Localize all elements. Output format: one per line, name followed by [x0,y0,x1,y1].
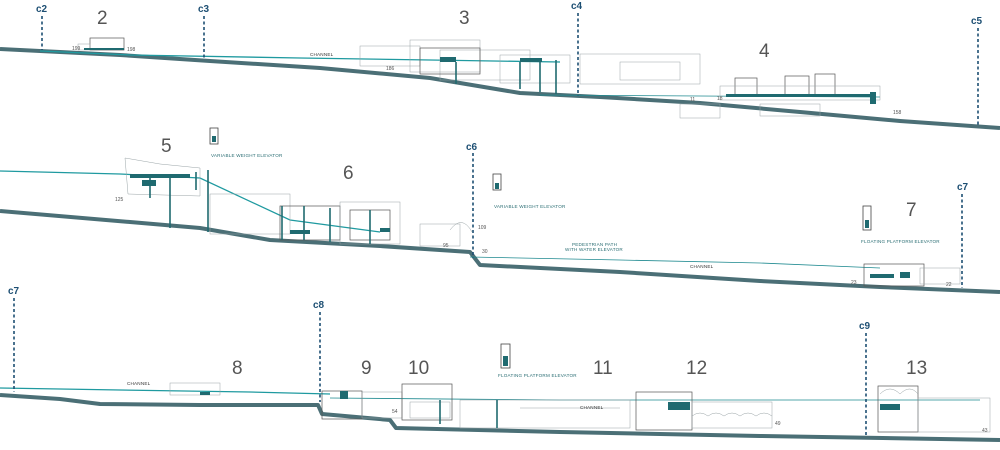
channel-label-row-1: CHANNEL [310,52,334,57]
buildings-section-5 [124,157,209,232]
elevation-109: 109 [478,225,487,231]
cut-label-c2: c2 [36,4,48,15]
section-number-10: 10 [408,358,429,379]
section-row-2: c6 c7 5 6 7 VARIABLE WEIGHT ELEVATOR VAR… [0,127,1000,294]
section-number-9: 9 [361,358,372,379]
section-number-11: 11 [593,358,613,379]
section-number-3: 3 [459,8,470,29]
pedestrian-path-label-2: WITH WATER ELEVATOR [565,247,623,252]
buildings-section-3 [359,39,701,94]
channel-water-line-row-2b [469,256,881,269]
section-number-4: 4 [759,41,770,62]
section-number-13: 13 [906,358,927,379]
section-number-8: 8 [232,358,243,379]
variable-weight-elevator-label-1: VARIABLE WEIGHT ELEVATOR [211,153,283,158]
channel-water-line-row-3b [329,397,980,401]
cut-label-c6: c6 [466,142,478,153]
elevation-49: 49 [775,421,781,427]
floating-platform-elevator-icon-2 [500,343,511,369]
elevation-158: 158 [893,110,902,116]
section-number-7: 7 [906,200,917,221]
section-row-1: c2 c3 c4 c5 2 3 4 CHANNEL 199 198 186 11… [0,1,1000,130]
variable-weight-elevator-icon-1 [209,127,219,145]
buildings-section-9-10 [321,383,453,424]
variable-weight-elevator-icon-2 [492,173,502,191]
cut-line-c7-lower: c7 [8,286,20,392]
elevation-18: 18 [717,96,723,102]
cut-line-c7-upper: c7 [957,182,969,288]
buildings-section-2 [77,37,125,51]
pedestrian-path-label: PEDESTRIAN PATH [572,242,617,247]
channel-label-row-3a: CHANNEL [127,381,151,386]
cut-label-c8: c8 [313,300,325,311]
floating-platform-elevator-icon-1 [862,205,872,231]
floating-platform-elevator-label-2: FLOATING PLATFORM ELEVATOR [498,373,577,378]
variable-weight-elevator-label-2: VARIABLE WEIGHT ELEVATOR [494,204,566,209]
cut-label-c3: c3 [198,4,210,15]
cut-line-c8: c8 [313,300,325,402]
buildings-section-13 [877,385,991,433]
section-number-2: 2 [97,8,108,29]
elevation-54: 54 [392,409,398,415]
elevation-22: 22 [946,282,952,288]
buildings-section-4 [679,73,881,119]
channel-label-row-2: CHANNEL [690,264,714,269]
cut-label-c7-lower: c7 [8,286,20,297]
buildings-section-8 [169,382,221,396]
channel-label-row-3b: CHANNEL [580,405,604,410]
buildings-section-11 [459,399,631,429]
elevation-199: 199 [72,46,81,52]
section-row-3: c7 c8 c9 8 9 10 11 12 13 FLOATING PLATFO… [0,286,1000,442]
section-number-12: 12 [686,358,707,379]
channel-water-line-row-3 [0,387,331,395]
ground-profile-row-2 [0,209,1000,294]
floating-platform-elevator-label-1: FLOATING PLATFORM ELEVATOR [861,239,940,244]
elevation-186: 186 [386,66,395,72]
channel-water-line-row-2 [0,170,381,233]
elevation-30: 30 [482,249,488,255]
elevation-43: 43 [982,428,988,434]
buildings-section-7 [863,263,961,287]
cut-label-c7-upper: c7 [957,182,969,193]
elevation-23: 23 [851,280,857,286]
cut-line-c6: c6 [466,142,478,258]
elevation-198: 198 [127,47,136,53]
ground-profile-row-3 [0,393,1000,442]
ground-profile-row-1 [0,47,1000,130]
elevation-125: 125 [115,197,124,203]
cut-line-c3: c3 [198,4,210,60]
section-number-5: 5 [161,136,172,157]
buildings-section-6 [209,193,473,247]
cut-line-c4: c4 [571,1,583,96]
channel-water-line-row-1 [39,50,561,63]
cut-line-c5: c5 [971,16,983,126]
cut-label-c5: c5 [971,16,983,27]
elevation-95: 95 [443,243,449,249]
buildings-section-12 [635,391,773,431]
cut-label-c4: c4 [571,1,583,12]
cut-label-c9: c9 [859,321,871,332]
cut-line-c9: c9 [859,321,871,436]
elevation-11: 11 [690,97,695,103]
cut-line-c2: c2 [36,4,48,50]
section-number-6: 6 [343,163,354,184]
